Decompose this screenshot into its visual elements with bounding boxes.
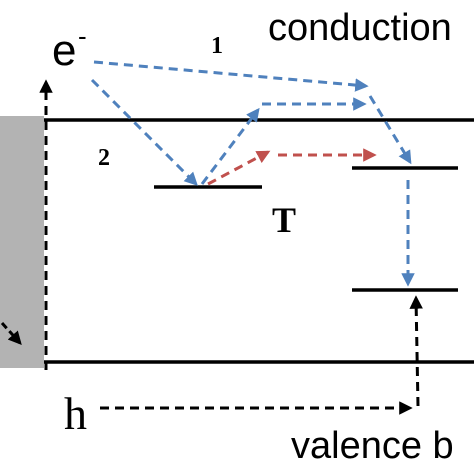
contact-injection-arrow bbox=[0, 321, 22, 346]
conduction-band-label: conduction bbox=[268, 7, 452, 49]
path-1-arrow-to-band bbox=[93, 60, 369, 92]
trap-transfer-arrow-rise bbox=[207, 150, 271, 186]
path-2-arrow-to-trap bbox=[90, 78, 198, 186]
valence-band-label: valence b bbox=[291, 425, 454, 467]
trap-reemission-arrow bbox=[200, 107, 260, 185]
path-2-label: 2 bbox=[98, 145, 110, 171]
trap-label: T bbox=[272, 200, 297, 240]
hole-label: h bbox=[64, 388, 87, 439]
contact-region bbox=[0, 116, 44, 368]
path-1-label: 1 bbox=[211, 33, 223, 59]
electron-charge-superscript: - bbox=[78, 21, 87, 51]
hole-capture-arrow bbox=[409, 295, 423, 407]
path-1-arrow-to-trap bbox=[368, 95, 412, 165]
electron-label: e bbox=[52, 26, 77, 75]
